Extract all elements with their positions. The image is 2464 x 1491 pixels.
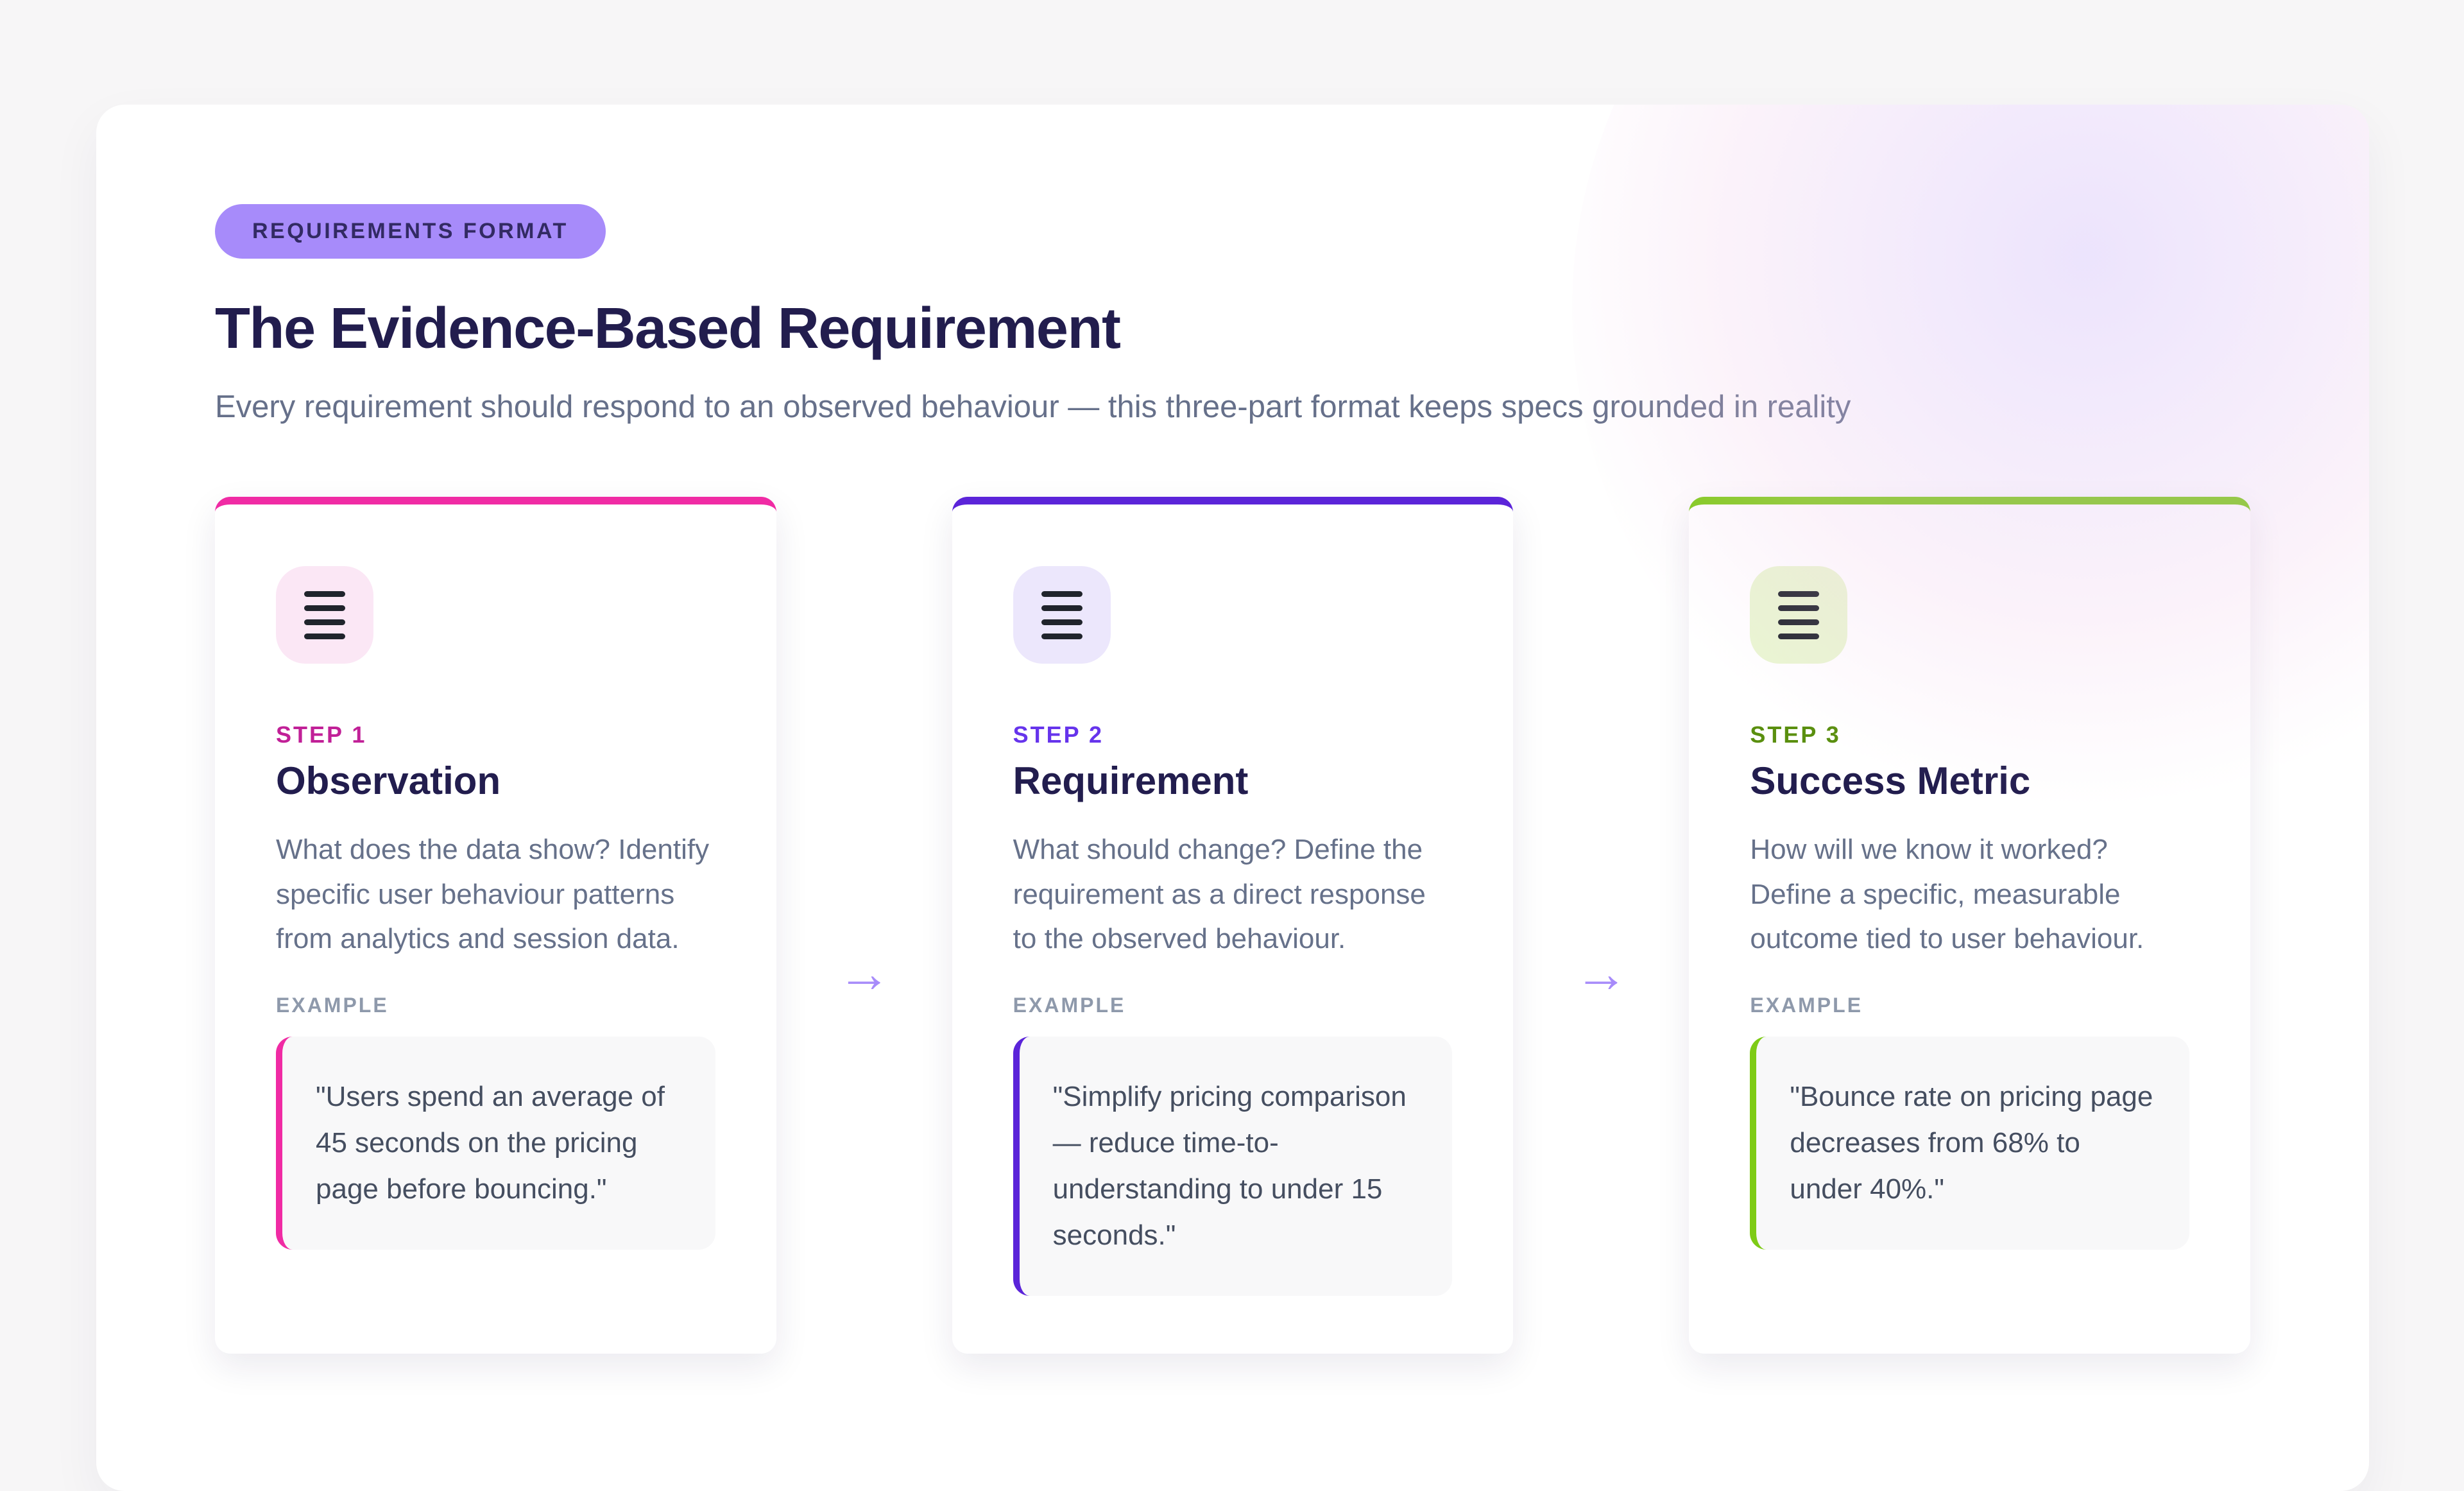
step-label: STEP 3 [1750,721,1841,748]
right-arrow-icon: → [1574,943,1629,1003]
arrow-cell: → [776,497,952,1354]
example-quote: "Users spend an average of 45 seconds on… [276,1036,715,1250]
list-lines-icon [276,566,373,664]
step-label: STEP 1 [276,721,367,748]
section-badge: REQUIREMENTS FORMAT [215,204,606,259]
example-label: EXAMPLE [1013,993,1126,1017]
steps-row: STEP 1 Observation What does the data sh… [215,497,2251,1354]
card-title: Requirement [1013,759,1249,802]
list-lines-icon [1013,566,1111,664]
content-card: REQUIREMENTS FORMAT The Evidence-Based R… [96,105,2369,1491]
step-card-success-metric: STEP 3 Success Metric How will we know i… [1689,497,2251,1354]
step-card-requirement: STEP 2 Requirement What should change? D… [952,497,1514,1354]
step-label: STEP 2 [1013,721,1104,748]
example-label: EXAMPLE [1750,993,1863,1017]
card-description: What does the data show? Identify specif… [276,834,710,955]
right-arrow-icon: → [837,943,891,1003]
example-label: EXAMPLE [276,993,389,1017]
card-title: Observation [276,759,501,802]
card-description: What should change? Define the requireme… [1013,834,1426,955]
page-subtitle: Every requirement should respond to an o… [215,390,1851,424]
card-title: Success Metric [1750,759,2031,802]
page-title: The Evidence-Based Requirement [215,297,1121,361]
step-card-observation: STEP 1 Observation What does the data sh… [215,497,776,1354]
arrow-cell: → [1513,497,1689,1354]
example-quote: "Bounce rate on pricing page decreases f… [1750,1036,2190,1250]
list-lines-icon [1750,566,1848,664]
card-description: How will we know it worked? Define a spe… [1750,834,2144,955]
example-quote: "Simplify pricing comparison — reduce ti… [1013,1036,1453,1297]
